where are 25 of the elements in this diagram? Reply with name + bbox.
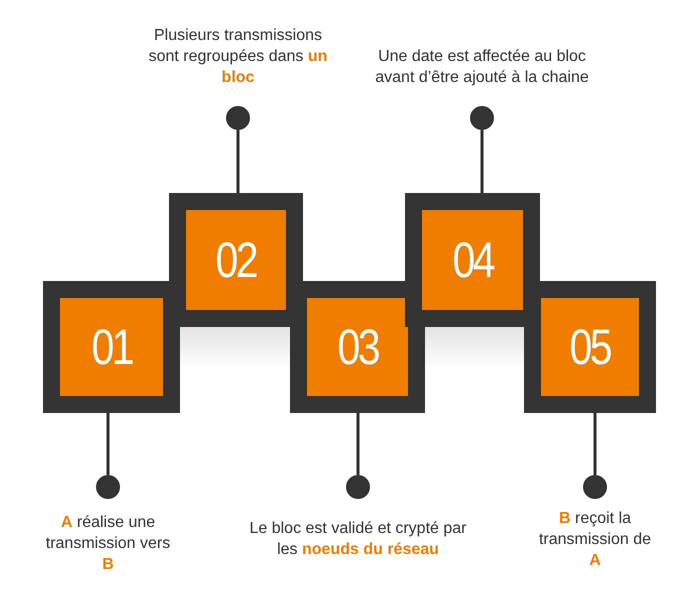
leader-line bbox=[480, 130, 484, 193]
dot bbox=[470, 106, 494, 130]
step-caption: Plusieurs transmissions sont regroupées dans un bloc bbox=[148, 26, 328, 88]
step-caption: Le bloc est validé et crypté par les noeuds du réseau bbox=[248, 519, 468, 560]
dot bbox=[96, 475, 120, 499]
step-number: 05 bbox=[570, 318, 610, 376]
step-number: 04 bbox=[452, 231, 493, 289]
dot bbox=[346, 475, 370, 499]
step-box bbox=[405, 193, 540, 327]
step-number: 02 bbox=[216, 231, 256, 289]
leader-line bbox=[356, 413, 360, 475]
step-caption: B reçoit la transmission de A bbox=[538, 509, 652, 571]
step-box bbox=[169, 193, 303, 327]
step-number: 03 bbox=[337, 318, 378, 376]
leader-line bbox=[106, 413, 110, 475]
dot bbox=[583, 475, 607, 499]
step-caption: A réalise une transmission vers B bbox=[44, 513, 172, 575]
step-box bbox=[290, 281, 425, 413]
leader-line bbox=[236, 130, 240, 193]
dot bbox=[226, 106, 250, 130]
step-box bbox=[524, 281, 656, 413]
step-caption: Une date est affectée au bloc avant d’être ajouté à la chaine bbox=[374, 47, 590, 88]
step-box bbox=[43, 281, 180, 413]
step-number: 01 bbox=[91, 318, 132, 376]
leader-line bbox=[594, 413, 596, 475]
